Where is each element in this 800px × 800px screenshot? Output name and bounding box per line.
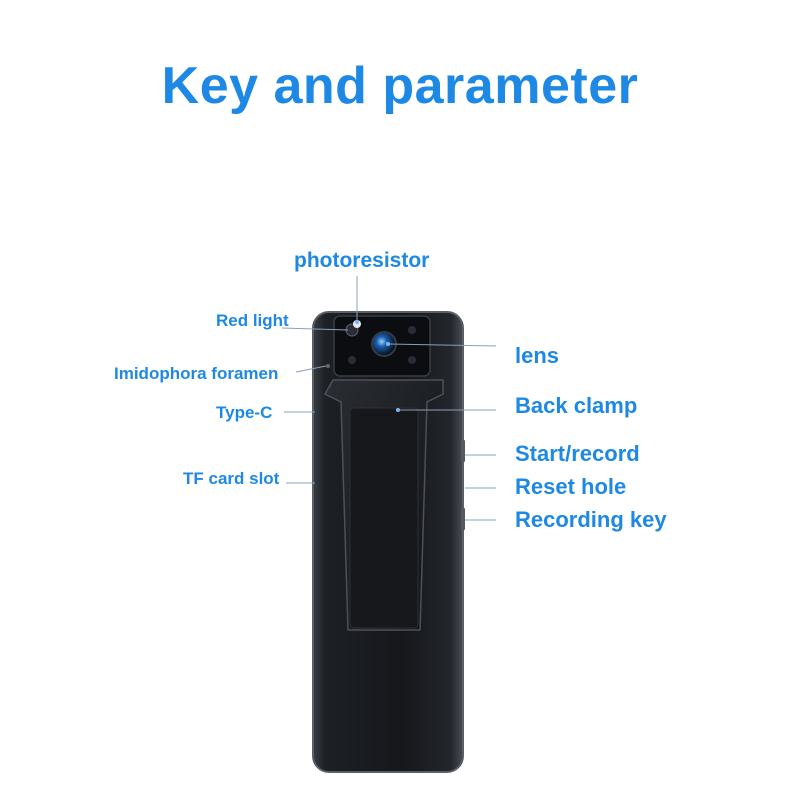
- start-record-button: [461, 440, 465, 462]
- label-red-light: Red light: [216, 311, 289, 330]
- label-tf-card-slot: TF card slot: [183, 469, 280, 488]
- label-reset-hole: Reset hole: [515, 474, 627, 499]
- page-title: Key and parameter: [161, 57, 639, 115]
- recording-key-button: [461, 508, 465, 530]
- label-start-record: Start/record: [515, 441, 640, 466]
- label-imidophora-foramen: Imidophora foramen: [114, 364, 279, 383]
- label-back-clamp: Back clamp: [515, 393, 638, 418]
- imidophora-foramen-hole: [326, 364, 330, 368]
- label-photoresistor: photoresistor: [294, 249, 430, 272]
- label-lens: lens: [515, 343, 560, 368]
- label-type-c: Type-C: [216, 403, 273, 422]
- label-recording-key: Recording key: [515, 507, 667, 532]
